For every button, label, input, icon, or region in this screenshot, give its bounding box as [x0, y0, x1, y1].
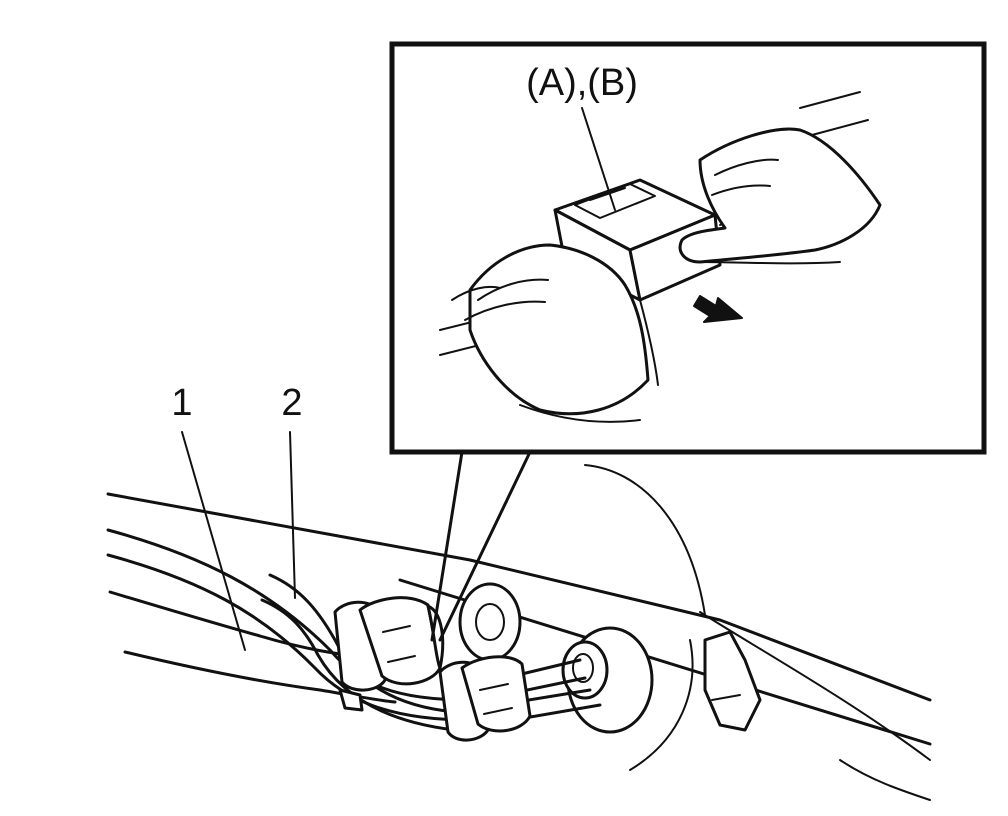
- pipe-1: [106, 528, 472, 722]
- direction-arrow-icon: [693, 295, 743, 323]
- callout-leaders: [181, 107, 616, 651]
- mount-grommet-front: [458, 582, 522, 662]
- callout-label-detail: (A),(B): [526, 62, 638, 104]
- hand-left: [451, 243, 659, 423]
- clamp-lower: [338, 655, 532, 742]
- clamp-upper: [333, 596, 445, 692]
- hand-right: [678, 127, 882, 265]
- callout-label-2: 2: [281, 382, 302, 424]
- callout-label-1: 1: [171, 382, 192, 424]
